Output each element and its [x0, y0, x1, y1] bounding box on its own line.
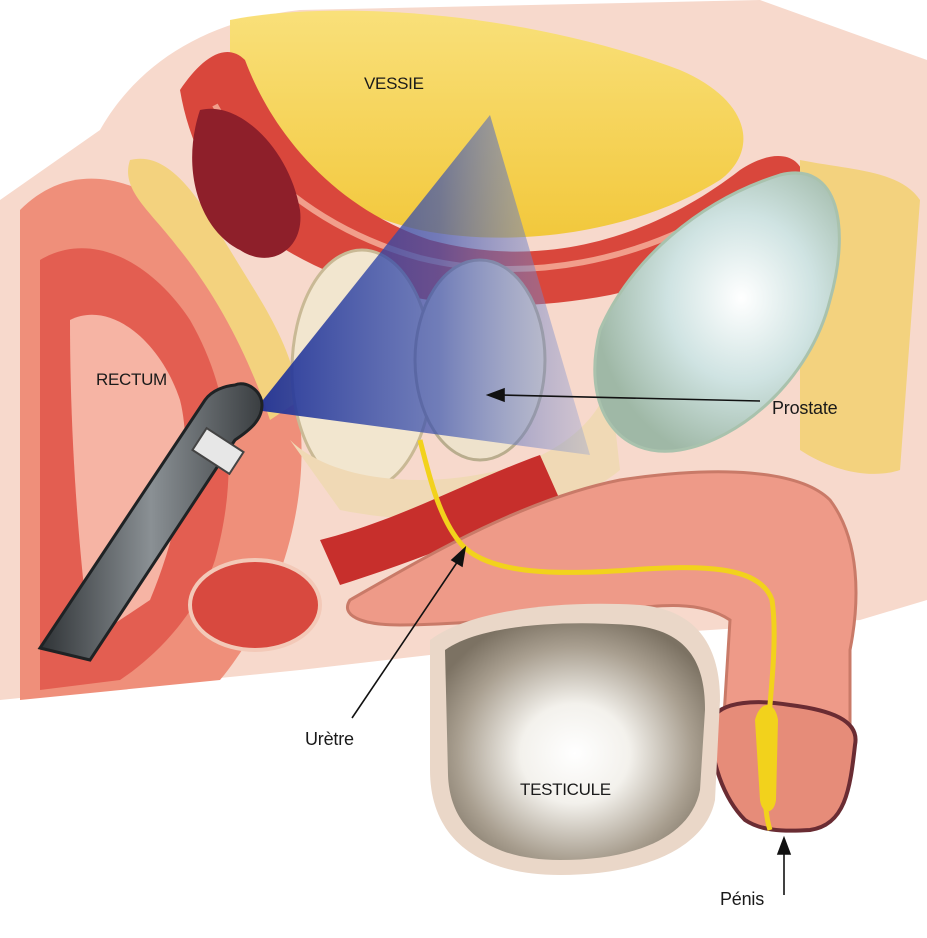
- label-uretre: Urètre: [305, 729, 354, 750]
- glans: [711, 702, 855, 830]
- penis-pointer-head: [778, 838, 790, 854]
- testicle: [445, 623, 705, 860]
- label-testicule: TESTICULE: [520, 780, 611, 800]
- label-prostate: Prostate: [772, 398, 837, 419]
- label-penis: Pénis: [720, 889, 764, 910]
- muscle-bundle: [190, 560, 320, 650]
- label-vessie: VESSIE: [364, 74, 424, 94]
- label-rectum: RECTUM: [96, 370, 167, 390]
